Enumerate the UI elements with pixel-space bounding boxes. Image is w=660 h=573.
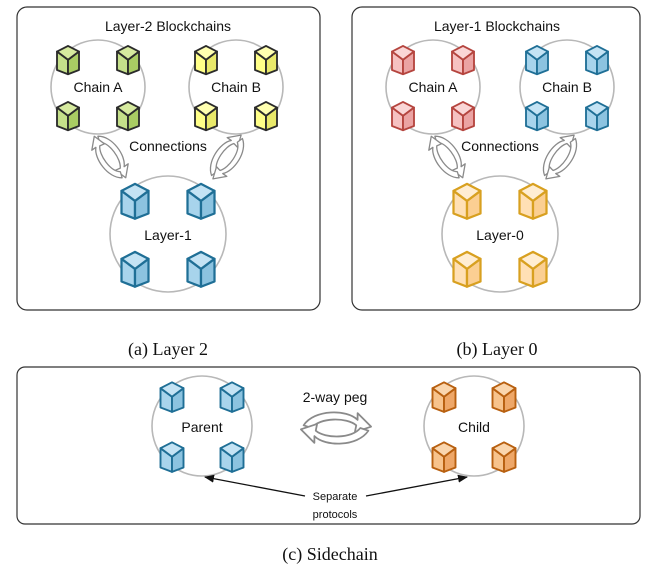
cube-icon [159,381,185,413]
chain-a-group-b: Chain A [385,39,481,135]
ring [441,175,559,293]
cube-cluster [120,182,216,288]
two-way-peg-label: 2-way peg [303,389,368,405]
cube-icon [525,44,549,76]
sync-arrows-icon [428,135,466,179]
child-label: Child [458,419,490,435]
cube-cluster [431,381,517,473]
cube-icon [431,441,457,473]
cube-icon [391,44,415,76]
cube-icon [518,250,548,288]
base-layer-label: Layer-0 [476,227,524,243]
cube-icon [585,100,609,132]
panel-a-title: Layer-2 Blockchains [105,18,231,34]
cube-icon [518,182,548,220]
cube-icon [159,441,185,473]
cube-icon [451,100,475,132]
chain-b-label: Chain B [211,79,261,95]
chain-a-label: Chain A [408,79,458,95]
cube-icon [120,182,150,220]
panel-layer-2: Layer-2 Blockchains Chain A Chain B Conn… [16,6,321,311]
cube-icon [219,381,245,413]
separate-protocols-line-1: Separate [313,491,358,503]
cube-icon [186,182,216,220]
chain-a-label: Chain A [73,79,123,95]
cube-icon [186,250,216,288]
cube-icon [391,100,415,132]
cube-cluster [56,44,140,132]
cube-icon [491,381,517,413]
cube-icon [116,100,140,132]
ring [423,375,525,477]
cube-icon [194,44,218,76]
cube-icon [194,100,218,132]
cube-icon [451,44,475,76]
ring [151,375,253,477]
ring [519,39,615,135]
layer-1-group-a: Layer-1 [109,175,227,293]
panel-layer-0: Layer-1 Blockchains Chain A Chain B Conn… [351,6,641,311]
layer-0-group-b: Layer-0 [441,175,559,293]
arrow-icon [204,474,306,497]
cube-icon [452,182,482,220]
separate-protocols-line-2: protocols [313,509,358,521]
cube-icon [120,250,150,288]
cube-cluster [194,44,278,132]
sync-arrows-icon [542,134,578,180]
panel-a-frame [16,6,321,311]
caption-a: (a) Layer 2 [128,339,208,360]
cube-icon [254,44,278,76]
cube-cluster [452,182,548,288]
caption-c: (c) Sidechain [282,544,377,565]
base-layer-label: Layer-1 [144,227,192,243]
cube-icon [219,441,245,473]
ring [188,39,284,135]
sync-arrows-icon [91,135,129,179]
connections-label: Connections [461,138,539,154]
ring [109,175,227,293]
panel-b-title: Layer-1 Blockchains [434,18,560,34]
cube-cluster [159,381,245,473]
chain-b-group-a: Chain B [188,39,284,135]
caption-b: (b) Layer 0 [457,339,538,360]
chain-b-group-b: Chain B [519,39,615,135]
parent-label: Parent [181,419,222,435]
cube-icon [452,250,482,288]
panel-sidechain: Parent Child 2-way peg Separate protocol… [16,366,641,525]
child-chain-group: Child [423,375,525,477]
cube-icon [56,44,80,76]
arrow-icon [365,474,468,497]
panel-b-frame [351,6,641,311]
cube-icon [491,441,517,473]
cube-icon [254,100,278,132]
ring [50,39,146,135]
sync-arrows-icon [209,134,245,180]
cube-icon [585,44,609,76]
cube-icon [431,381,457,413]
cube-icon [116,44,140,76]
cube-icon [56,100,80,132]
ring [385,39,481,135]
cube-cluster [391,44,475,132]
connections-label: Connections [129,138,207,154]
chain-a-group-a: Chain A [50,39,146,135]
cube-icon [525,100,549,132]
parent-chain-group: Parent [151,375,253,477]
cube-cluster [525,44,609,132]
sync-arrows-icon [300,411,372,445]
chain-b-label: Chain B [542,79,592,95]
